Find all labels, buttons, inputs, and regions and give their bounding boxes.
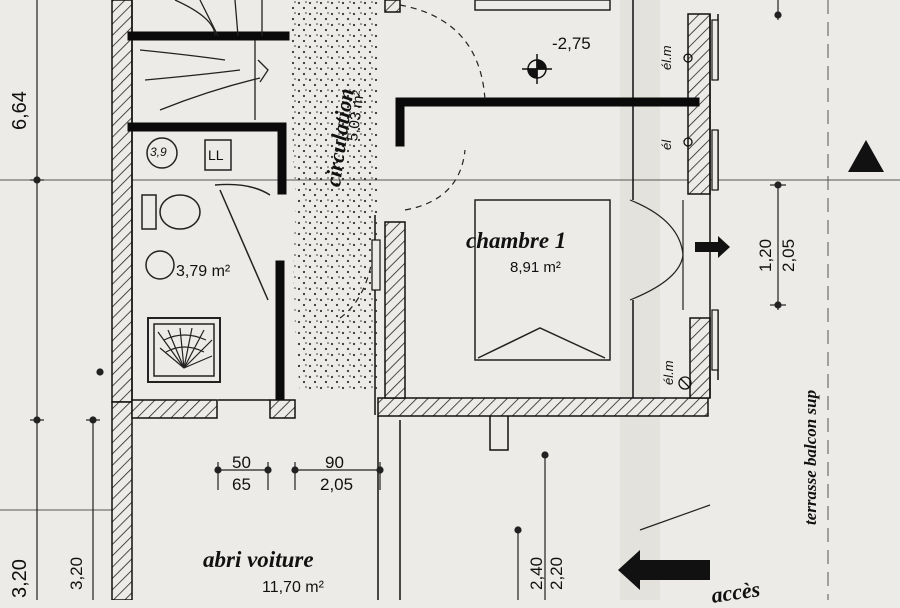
dim-50: 50 bbox=[232, 453, 251, 472]
dim-left-lower: 3,20 bbox=[9, 559, 31, 598]
abri-room-name: abri voiture bbox=[203, 547, 314, 572]
dim-205-bottom: 2,05 bbox=[320, 475, 354, 494]
left-dimension-lines bbox=[30, 0, 104, 600]
dim-65: 65 bbox=[232, 475, 251, 494]
acces-label: accès bbox=[709, 576, 762, 608]
bathroom-area: 3,79 m² bbox=[176, 263, 231, 280]
elec-label-top: él.m bbox=[659, 45, 674, 70]
shower-tray-pattern bbox=[157, 327, 213, 369]
dim-90: 90 bbox=[325, 453, 344, 472]
elec-label-bottom: él.m bbox=[661, 360, 676, 385]
dim-left-upper: 6,64 bbox=[9, 91, 31, 130]
thick-walls bbox=[127, 31, 700, 400]
level-mark-icon bbox=[522, 54, 552, 84]
triangle-marker-icon bbox=[848, 140, 884, 172]
staircase bbox=[139, 0, 269, 120]
door-swings bbox=[339, 4, 684, 319]
bed bbox=[474, 0, 611, 361]
circulation-zone bbox=[290, 0, 378, 390]
dim-240: 2,40 bbox=[527, 556, 546, 590]
elec-label-mid: él bbox=[659, 139, 674, 150]
dim-220: 2,20 bbox=[547, 556, 566, 590]
paper-fold-shadow bbox=[620, 0, 660, 600]
terrasse-label: terrasse balcon sup bbox=[801, 389, 820, 525]
chambre-room-area: 8,91 m² bbox=[510, 259, 561, 276]
arrow-icons bbox=[618, 236, 730, 590]
level-label: -2,75 bbox=[552, 34, 591, 53]
dim-120: 1,20 bbox=[756, 238, 775, 272]
dim-205-right: 2,05 bbox=[779, 238, 798, 272]
bottom-dimension-lines bbox=[214, 451, 711, 600]
bathroom-fixtures bbox=[141, 137, 271, 383]
ll-label: LL bbox=[208, 147, 224, 163]
outlet-icons bbox=[678, 53, 693, 390]
wc-label: 3,9 bbox=[150, 145, 167, 159]
dim-left-lower-inner: 3,20 bbox=[67, 556, 86, 590]
abri-room-area: 11,70 m² bbox=[262, 579, 324, 596]
window-marks bbox=[371, 19, 719, 371]
right-dimension-lines bbox=[770, 0, 786, 310]
chambre-room-name: chambre 1 bbox=[466, 228, 567, 253]
